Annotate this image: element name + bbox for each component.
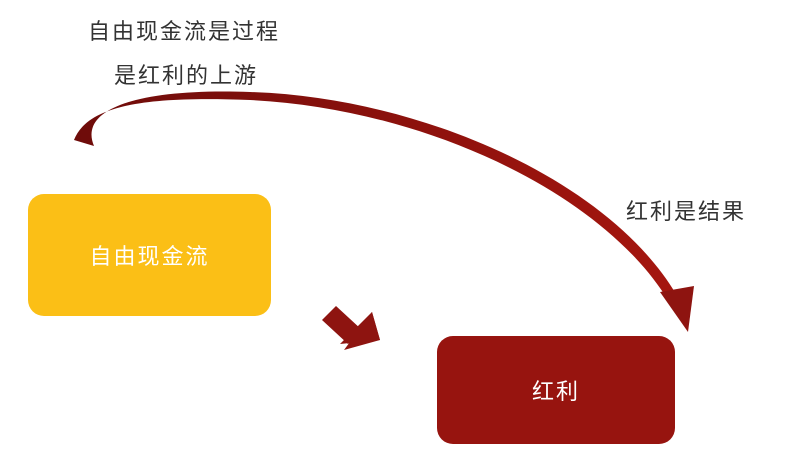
result-caption: 红利是结果 <box>626 200 747 225</box>
process-caption-line2: 是红利的上游 <box>114 64 259 89</box>
free-cash-flow-box: 自由现金流 <box>28 194 271 316</box>
curved-arrow-head <box>660 286 694 332</box>
process-caption-line1: 自由现金流是过程 <box>88 20 281 45</box>
straight-arrow <box>322 306 380 350</box>
dividend-box: 红利 <box>437 336 675 444</box>
free-cash-flow-label: 自由现金流 <box>89 245 210 270</box>
dividend-label: 红利 <box>531 380 580 405</box>
